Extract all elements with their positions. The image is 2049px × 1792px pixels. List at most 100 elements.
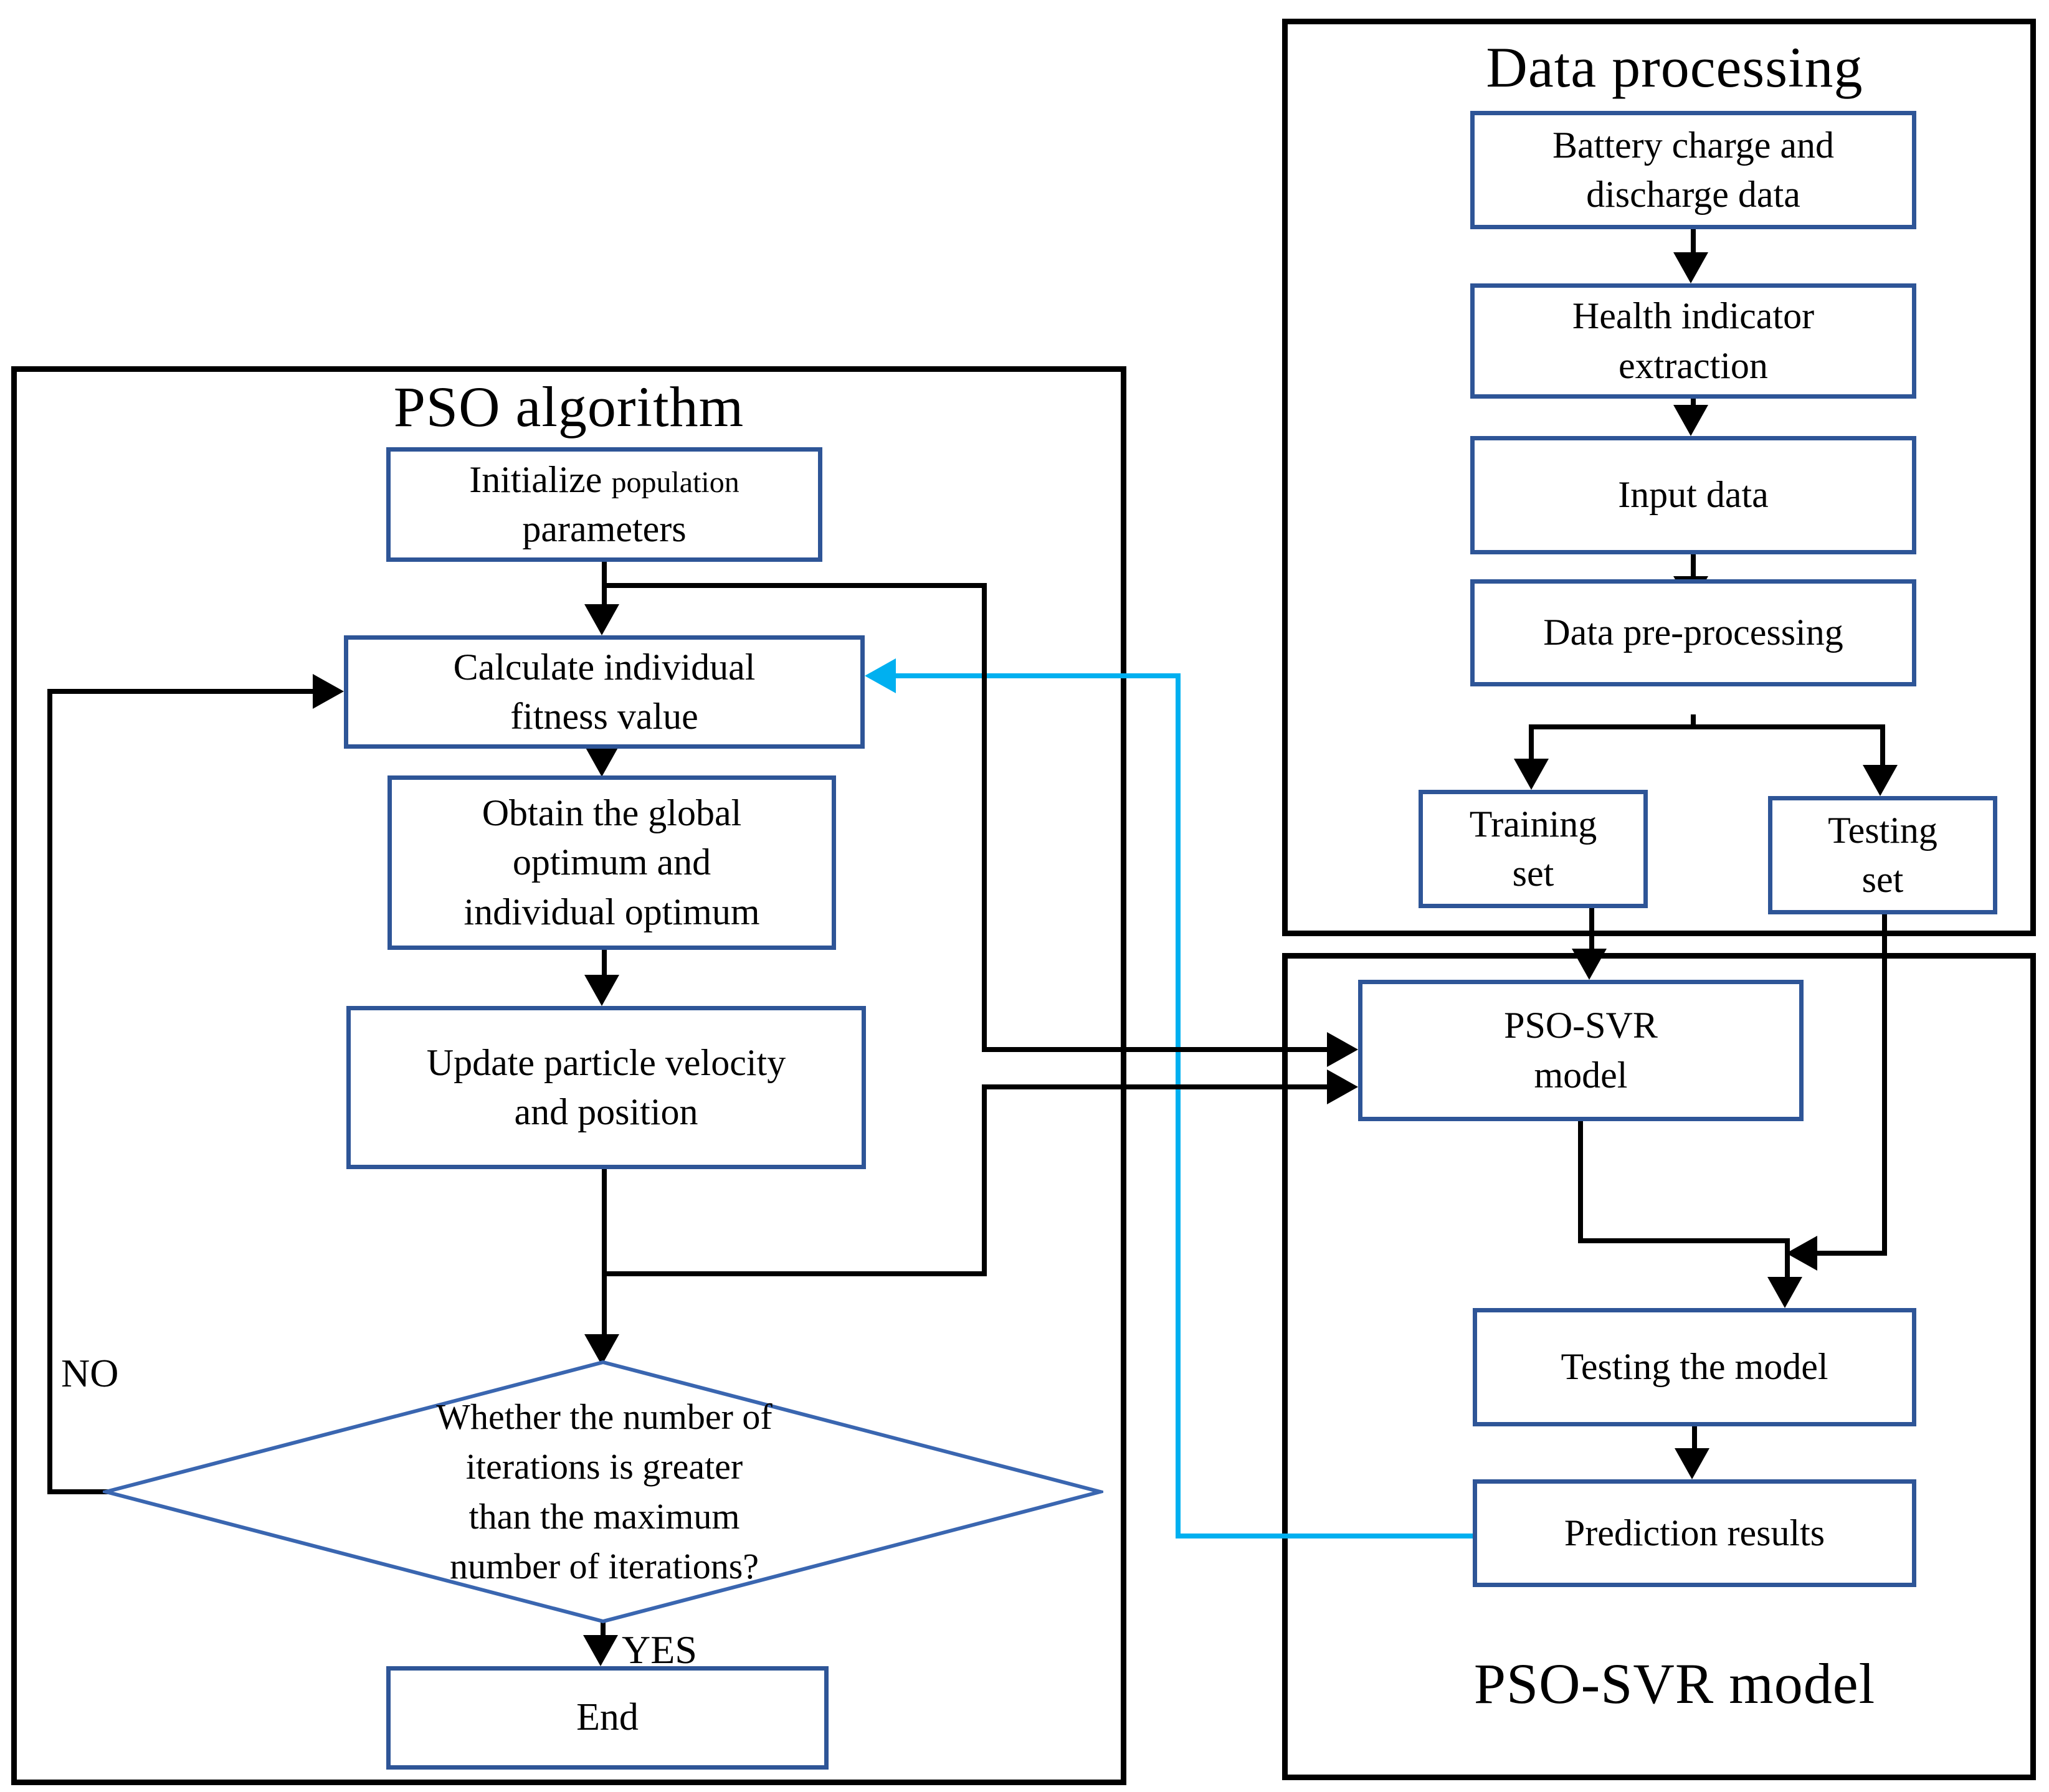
connector-split-to-training [1529, 724, 1534, 763]
node-health-indicator-extraction: Health indicator extraction [1470, 283, 1916, 399]
node-line: Update particle velocity [426, 1041, 786, 1083]
arrowhead-init-to-psosvr-icon [1327, 1032, 1358, 1067]
connector-update-branch-to-psosvr [982, 1084, 1329, 1089]
node-testing-the-model: Testing the model [1473, 1308, 1916, 1426]
title-pso-svr-model: PSO-SVR model [1473, 1652, 1876, 1715]
connector-testmodel-to-predict [1692, 1426, 1697, 1450]
arrowhead-to-predict-icon [1675, 1448, 1709, 1479]
node-line: individual optimum [464, 891, 760, 932]
decision-line: Whether the number of [436, 1396, 773, 1437]
connector-battery-to-health [1691, 229, 1696, 257]
connector-update-to-decision [602, 1168, 607, 1337]
connector-split-bar [1529, 724, 1885, 729]
node-line: Training [1469, 803, 1597, 845]
arrowhead-to-testing-icon [1863, 765, 1898, 796]
node-prediction-results: Prediction results [1473, 1479, 1916, 1587]
node-line: extraction [1619, 344, 1768, 386]
connector-split-to-testing [1880, 724, 1885, 769]
node-training-set: Training set [1419, 790, 1648, 908]
arrowhead-calc-to-obtain-icon [584, 746, 619, 777]
panel-pso-algorithm [11, 366, 1126, 1785]
title-pso-algorithm: PSO algorithm [393, 375, 744, 439]
node-data-preprocessing: Data pre-processing [1470, 579, 1916, 686]
edge-label-no: NO [61, 1351, 119, 1395]
node-line: discharge data [1586, 174, 1800, 215]
connector-psosvr-out-v [1578, 1121, 1583, 1243]
edge-label-yes: YES [622, 1628, 697, 1672]
connector-health-to-input [1691, 399, 1696, 410]
arrowhead-training-to-psosvr-icon [1572, 949, 1607, 980]
node-end: End [386, 1666, 829, 1770]
node-line: Battery charge and [1552, 124, 1835, 166]
arrowhead-battery-to-health-icon [1673, 252, 1708, 283]
node-line: optimum and [512, 841, 711, 883]
arrowhead-testing-merge-icon [1786, 1236, 1817, 1271]
node-battery-data: Battery charge and discharge data [1470, 111, 1916, 229]
connector-init-branch-v [982, 583, 987, 1052]
connector-testing-h [1816, 1251, 1885, 1256]
node-line: PSO-SVR [1504, 1005, 1658, 1046]
connector-no-h2 [47, 689, 316, 694]
connector-update-branch-h [602, 1271, 987, 1276]
connector-init-branch-to-psosvr [982, 1047, 1329, 1052]
feedback-line-horizontal-top [892, 673, 1181, 678]
node-line: End [576, 1696, 639, 1739]
node-line: Calculate individual [453, 646, 756, 688]
title-data-processing: Data processing [1486, 36, 1863, 99]
node-line: Testing [1828, 809, 1937, 851]
connector-init-branch-h [602, 583, 987, 588]
arrowhead-to-training-icon [1514, 759, 1549, 790]
connector-input-to-preproc [1691, 554, 1696, 579]
connector-obtain-to-update [602, 950, 607, 980]
decision-line: than the maximum [468, 1496, 740, 1537]
arrowhead-to-testmodel-icon [1767, 1277, 1802, 1308]
node-obtain-optimum: Obtain the global optimum and individual… [387, 775, 836, 950]
node-line: Initialize population [469, 455, 739, 505]
node-line: Testing the model [1561, 1346, 1828, 1388]
node-line: set [1861, 859, 1904, 900]
node-line: set [1512, 853, 1554, 894]
node-line: Prediction results [1564, 1512, 1825, 1553]
arrowhead-obtain-to-update-icon [584, 975, 619, 1006]
connector-no-v [47, 689, 52, 1494]
arrowhead-update-to-psosvr-icon [1327, 1069, 1358, 1104]
feedback-line-horizontal-bottom [1176, 1534, 1473, 1538]
decision-text: Whether the number of iterations is grea… [227, 1386, 981, 1598]
node-pso-svr-model: PSO-SVR model [1358, 980, 1804, 1121]
connector-update-branch-v [982, 1087, 987, 1276]
node-word: Initialize [469, 458, 602, 500]
connector-junction-to-testmodel [1785, 1238, 1790, 1278]
node-line: fitness value [510, 696, 698, 737]
node-calculate-fitness: Calculate individual fitness value [344, 635, 865, 749]
node-update-velocity-position: Update particle velocity and position [346, 1006, 866, 1169]
arrowhead-health-to-input-icon [1673, 405, 1708, 436]
connector-preproc-split-v [1691, 714, 1696, 729]
node-line: model [1534, 1054, 1628, 1096]
node-line: Health indicator [1572, 295, 1815, 337]
node-line: Data pre-processing [1543, 612, 1843, 653]
connector-yes [601, 1619, 606, 1639]
node-line: parameters [522, 508, 687, 549]
node-input-data: Input data [1470, 436, 1916, 554]
arrowhead-yes-to-end-icon [583, 1635, 618, 1666]
arrowhead-update-to-decision-icon [584, 1334, 619, 1365]
node-word: population [611, 465, 739, 499]
connector-no-h1 [50, 1489, 112, 1494]
connector-training-to-psosvr [1589, 908, 1594, 951]
feedback-line-vertical [1176, 673, 1181, 1538]
node-line: Input data [1618, 474, 1769, 516]
arrowhead-no-to-calc-icon [313, 674, 344, 709]
node-line: Obtain the global [482, 792, 742, 834]
arrowhead-init-to-calc-icon [584, 604, 619, 635]
node-testing-set: Testing set [1768, 796, 1997, 914]
node-initialize-parameters: Initialize population parameters [386, 447, 822, 562]
feedback-arrowhead-icon [865, 658, 896, 693]
connector-testing-v [1882, 914, 1887, 1256]
panel-data-processing [1282, 19, 2036, 936]
connector-psosvr-out-h [1578, 1238, 1790, 1243]
decision-line: number of iterations? [449, 1546, 759, 1587]
decision-diamond [103, 1360, 1103, 1624]
node-line: and position [514, 1091, 698, 1132]
decision-line: iterations is greater [465, 1446, 743, 1487]
